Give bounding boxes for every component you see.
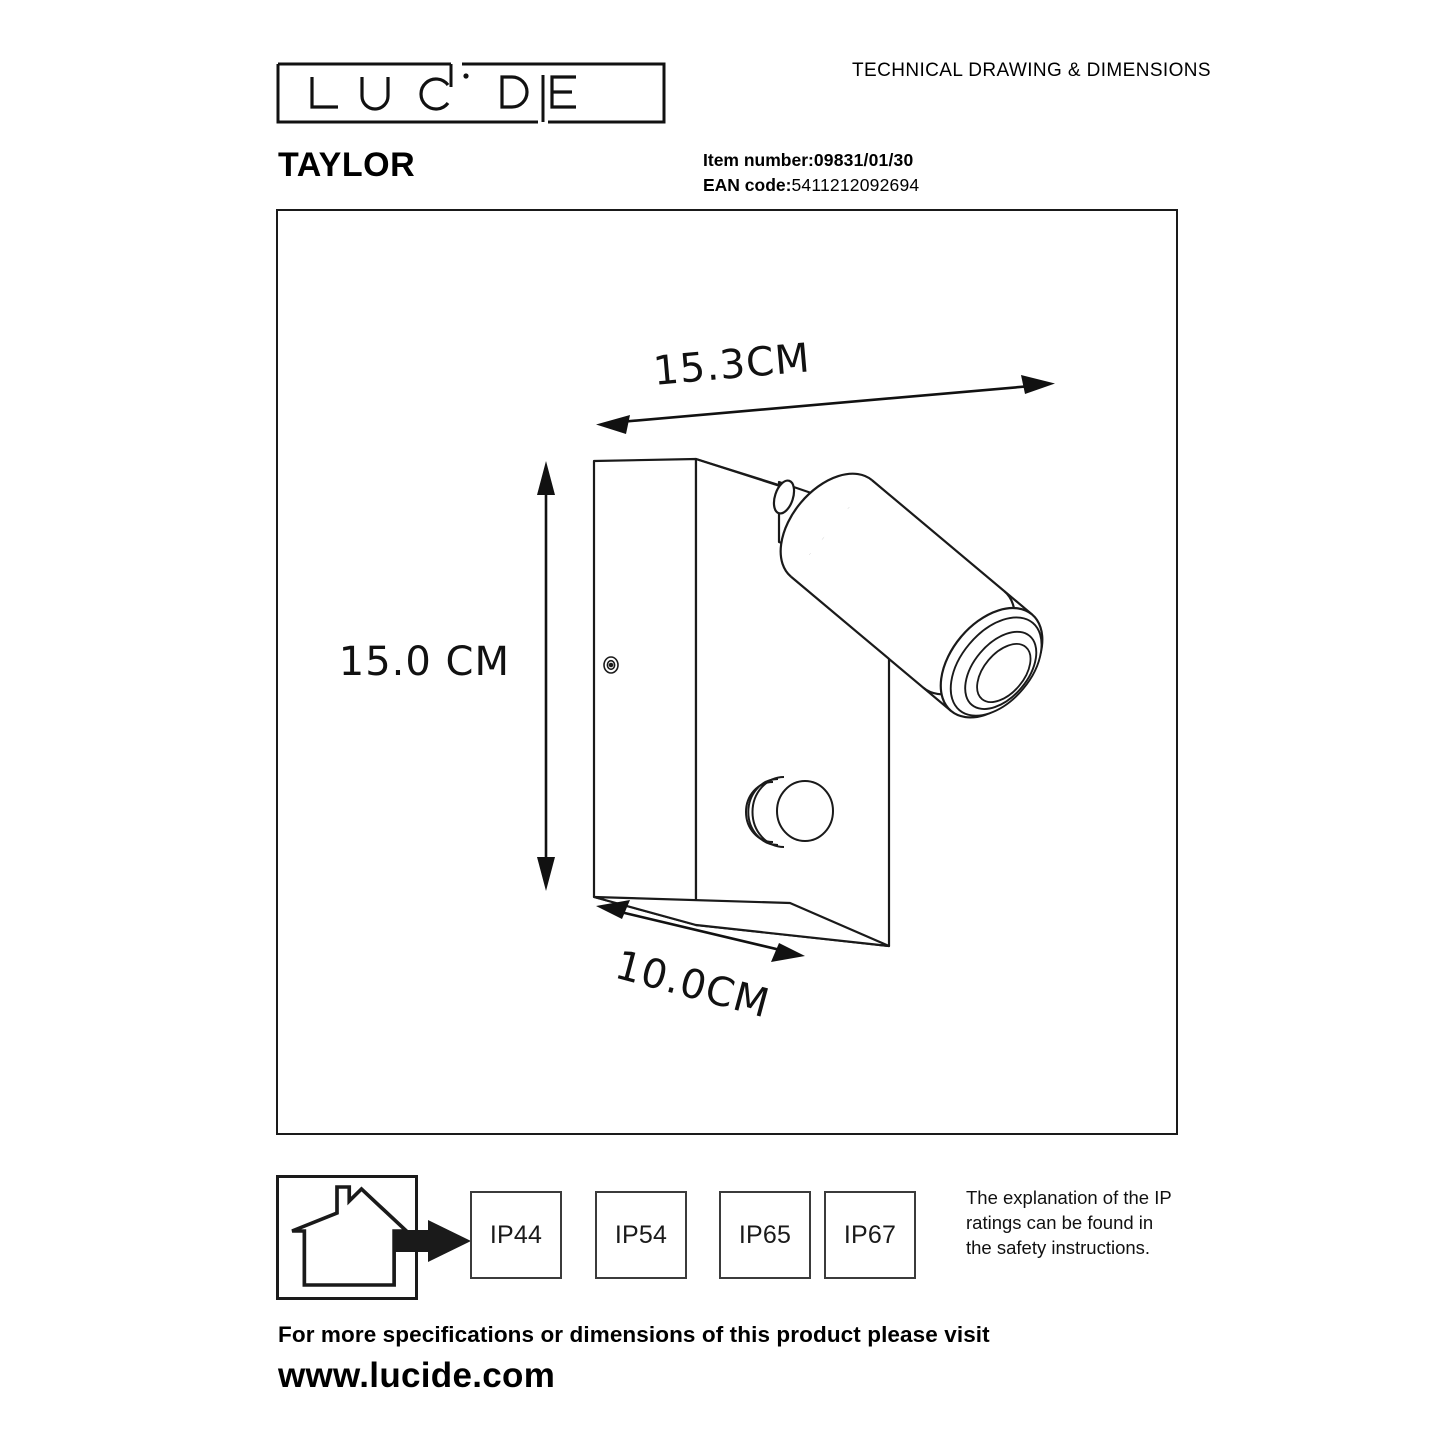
ip-rating-label: IP54	[614, 1220, 668, 1249]
ip-rating-label: IP44	[489, 1220, 543, 1249]
ip-rating-label: IP67	[843, 1220, 897, 1249]
spot-head-cylinder	[779, 472, 1055, 730]
item-info-block: Item number:09831/01/30 EAN code:5411212…	[703, 148, 919, 198]
ean-code-value: 5411212092694	[791, 175, 920, 195]
item-number-value: 09831/01/30	[813, 150, 914, 170]
house-outdoor-icon	[291, 1185, 471, 1287]
product-base	[592, 457, 891, 948]
dimension-height-arrow	[537, 461, 555, 891]
ean-code-label: EAN code:	[703, 175, 792, 195]
sensor-dome	[745, 776, 834, 848]
footer: For more specifications or dimensions of…	[278, 1322, 1178, 1396]
dimension-width-label: 15.3CM	[651, 335, 812, 395]
ip-rating-ip44[interactable]: IP44	[470, 1191, 562, 1279]
dimension-width-arrow	[596, 375, 1055, 434]
technical-drawing-frame: 15.3CM 15.0 CM	[276, 209, 1178, 1135]
footer-website-link[interactable]: www.lucide.com	[278, 1356, 556, 1395]
ip-rating-ip67[interactable]: IP67	[824, 1191, 916, 1279]
ean-code-row: EAN code:5411212092694	[703, 173, 919, 198]
ip-ratings-note: The explanation of the IP ratings can be…	[966, 1187, 1172, 1258]
item-number-label: Item number:	[703, 150, 814, 170]
dimension-depth-arrow	[596, 900, 805, 962]
footer-instruction: For more specifications or dimensions of…	[278, 1322, 990, 1347]
ip-rating-ip65[interactable]: IP65	[719, 1191, 811, 1279]
dimension-depth-label: 10.0CM	[610, 942, 774, 1027]
base-screw-detail	[603, 656, 619, 674]
item-number-row: Item number:09831/01/30	[703, 148, 919, 173]
arrow-right-icon	[394, 1220, 471, 1262]
ip-rating-ip54[interactable]: IP54	[595, 1191, 687, 1279]
lucide-logo	[276, 55, 666, 131]
page-title: TAYLOR	[278, 146, 416, 184]
header-subtitle: TECHNICAL DRAWING & DIMENSIONS	[852, 60, 1211, 81]
ip-rating-label: IP65	[738, 1220, 792, 1249]
dimension-height-label: 15.0 CM	[339, 639, 510, 685]
ip-ratings-row: IP44 IP54 IP65 IP67 The explanation of t…	[276, 1175, 1178, 1315]
